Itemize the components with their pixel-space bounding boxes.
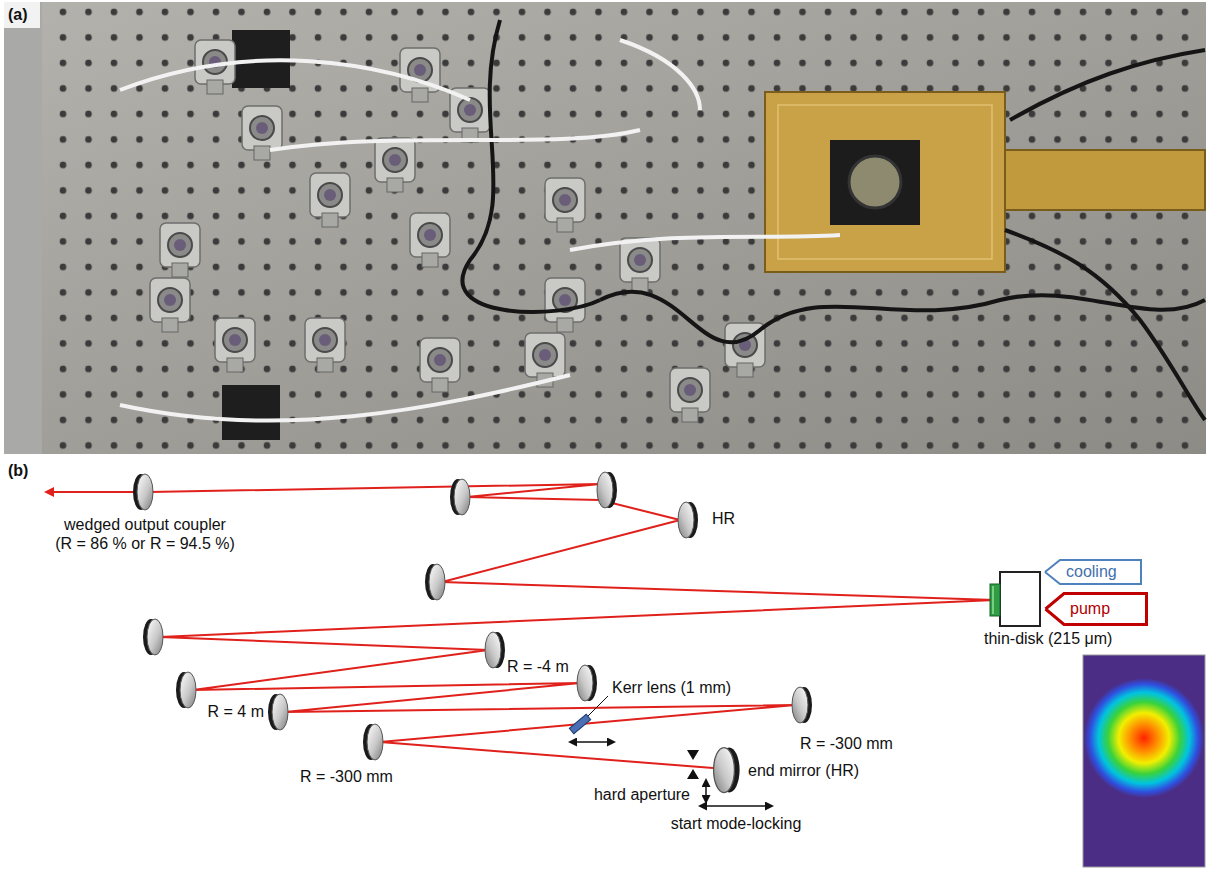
end-mirror-shape [714, 748, 740, 793]
part-label: Kerr lens (1 mm) [612, 679, 731, 697]
gold-block [1005, 150, 1205, 210]
mirror-mount [545, 278, 585, 332]
mirror [597, 472, 617, 508]
tube [120, 375, 570, 421]
beam-profile [1083, 655, 1205, 867]
part-label: end mirror (HR) [748, 762, 859, 780]
mirror-mount [150, 278, 190, 332]
part-label: HR [712, 510, 735, 528]
tube [270, 130, 640, 150]
gold-housing [765, 92, 1205, 272]
mirror [485, 632, 505, 668]
disk-holder [830, 140, 920, 225]
arrow-text: pump [1070, 600, 1110, 618]
table-photo [4, 2, 1206, 454]
mirror [678, 502, 698, 538]
gold-block [765, 92, 1005, 272]
part-label: R = -300 mm [800, 735, 893, 753]
mirror [268, 694, 288, 730]
heat-sink [1000, 572, 1040, 626]
mirror-mount [242, 106, 282, 160]
part-label: R = 4 m [208, 703, 264, 721]
disk-layer [992, 586, 994, 614]
mirror-mount [400, 48, 440, 102]
breadboard-holes [4, 2, 1206, 454]
translation-arrow [705, 780, 707, 802]
profile-frame [1083, 655, 1205, 867]
part-label: R = -4 m [507, 658, 569, 676]
panel-letter: (b) [8, 462, 28, 480]
laser-beam [150, 484, 995, 768]
mirror [425, 564, 445, 600]
mirror-mount [420, 338, 460, 392]
part-label: (R = 86 % or R = 94.5 %) [55, 535, 235, 553]
part-label: R = -300 mm [300, 768, 393, 786]
tube [120, 60, 470, 100]
profile-spot [1084, 678, 1204, 798]
part-label: hard aperture [594, 786, 690, 804]
block-arrow: pump [1044, 592, 1148, 626]
cavity-schematic [46, 472, 1205, 867]
mirror-mount [410, 213, 450, 267]
cable [1005, 230, 1205, 420]
mirror [143, 619, 163, 655]
translation-arrow [700, 805, 772, 807]
arrow-text: cooling [1066, 563, 1117, 581]
translation-arrow [570, 741, 614, 743]
label-patch [4, 2, 40, 28]
mirror-mount [545, 178, 585, 232]
mirror-mount [305, 318, 345, 372]
thin-disk [990, 572, 1040, 626]
rail [4, 2, 42, 454]
mirror [450, 479, 470, 515]
disk-window [849, 156, 901, 208]
mirror [176, 672, 196, 708]
breadboard [4, 2, 1206, 454]
aperture-blade [687, 769, 699, 779]
cables [120, 20, 1205, 421]
black-mount [222, 385, 280, 440]
aperture-blade [687, 750, 699, 760]
mirror-mount [620, 238, 660, 292]
kerr-medium [569, 696, 614, 742]
output-coupler [133, 474, 153, 510]
mirror-mount [215, 318, 255, 372]
arrow-shape [1045, 560, 1141, 584]
cable [462, 20, 600, 312]
output-beam [46, 491, 136, 493]
mirror [363, 724, 383, 760]
mirror-mount [670, 368, 710, 422]
mirror-mount [310, 173, 350, 227]
cable [600, 292, 1205, 343]
tube [570, 235, 840, 250]
mirror-mounts [150, 40, 765, 422]
cable [1010, 50, 1205, 120]
part-label: thin-disk (215 μm) [984, 630, 1112, 648]
mirror [577, 665, 597, 701]
disk-crystal [990, 584, 1000, 616]
panel-letter: (a) [8, 6, 28, 24]
arrow-shape [1046, 594, 1147, 625]
part-label: start mode-locking [671, 815, 802, 833]
mirror-mount [375, 138, 415, 192]
mirror [792, 687, 812, 723]
part-label: wedged output coupler [64, 516, 226, 534]
end-mirror [714, 748, 740, 793]
leader-line [588, 696, 608, 716]
mirror-mount [160, 223, 200, 277]
tube [620, 40, 700, 110]
kerr-plate [569, 714, 590, 734]
block-arrow: cooling [1044, 559, 1142, 585]
